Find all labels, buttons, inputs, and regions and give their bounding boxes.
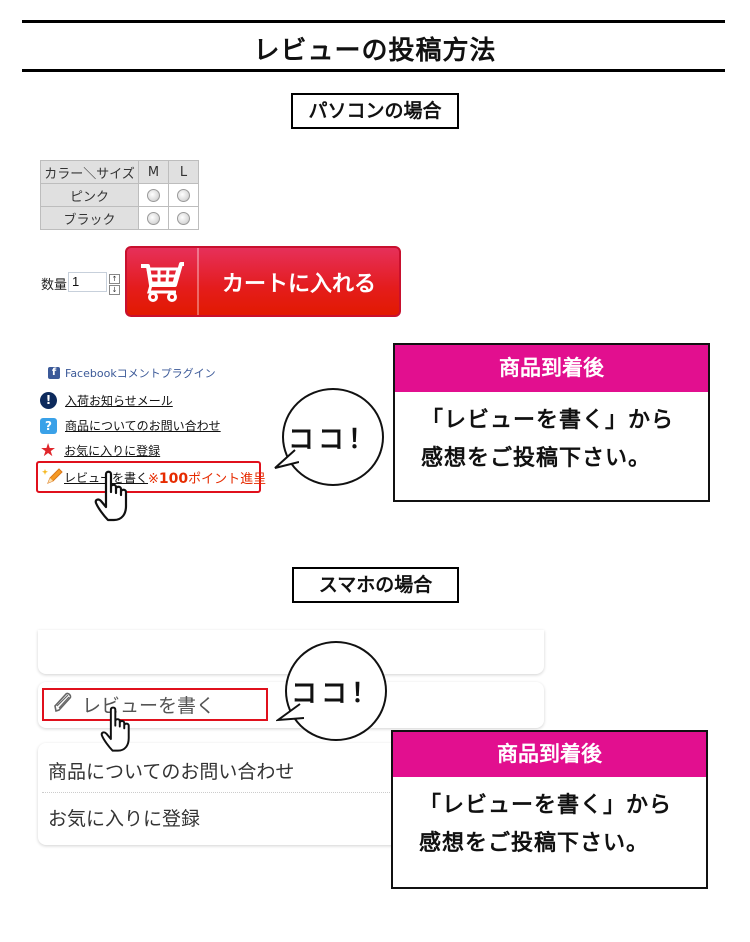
radio-pink-m[interactable] <box>147 188 160 202</box>
quantity-label: 数量 <box>41 278 68 293</box>
variant-row-label: ブラック <box>40 206 139 230</box>
title-rule-top <box>22 20 725 23</box>
quantity-input[interactable]: 1 <box>68 272 107 292</box>
stepper-down-icon[interactable]: ↓ <box>109 285 120 295</box>
pencil-sparkle-icon <box>42 467 64 488</box>
page-title: レビューの投稿方法 <box>253 36 497 66</box>
link-add-favorite[interactable]: ★ お気に入りに登録 <box>40 440 161 461</box>
stepper-up-icon[interactable]: ↑ <box>109 274 120 284</box>
pc-callout-bubble: ココ！ <box>282 388 384 486</box>
radio-black-m[interactable] <box>147 211 160 225</box>
exclamation-icon: ! <box>40 392 57 409</box>
sp-info-box: 商品到着後 「レビューを書く」から 感想をご投稿下さい。 <box>391 730 708 889</box>
info-box-body: 「レビューを書く」から 感想をご投稿下さい。 <box>419 793 673 856</box>
star-icon: ★ <box>40 440 57 461</box>
variant-header-l: L <box>168 160 199 184</box>
facebook-label: Facebookコメントプラグイン <box>65 367 216 380</box>
pc-review-link-highlight[interactable]: レビューを書く ※100ポイント進呈 <box>36 461 266 493</box>
points-note: ※100ポイント進呈 <box>148 470 267 487</box>
link-label[interactable]: 入荷お知らせメール <box>65 394 173 408</box>
pc-section-label: パソコンの場合 <box>291 93 459 129</box>
sp-callout-tail <box>276 703 304 722</box>
sp-review-button[interactable]: レビューを書く <box>42 688 268 721</box>
facebook-icon: f <box>48 367 60 379</box>
info-box-body: 「レビューを書く」から 感想をご投稿下さい。 <box>421 408 675 471</box>
link-restock-mail[interactable]: ! 入荷お知らせメール <box>40 392 173 409</box>
cart-icon <box>127 248 199 315</box>
quantity-stepper[interactable]: ↑ ↓ <box>109 274 120 295</box>
variant-table: カラー＼サイズ M L ピンク ブラック <box>40 160 199 230</box>
sp-menu-divider <box>42 792 392 793</box>
radio-pink-l[interactable] <box>177 188 190 202</box>
link-label[interactable]: 商品についてのお問い合わせ <box>65 419 221 433</box>
add-to-cart-button[interactable]: カートに入れる <box>125 246 401 317</box>
sp-menu-item-favorite[interactable]: お気に入りに登録 <box>48 808 201 830</box>
sp-section-label: スマホの場合 <box>292 567 459 603</box>
sp-menu-item-inquiry[interactable]: 商品についてのお問い合わせ <box>48 761 295 783</box>
pc-callout-tail <box>274 449 299 469</box>
info-box-header: 商品到着後 <box>395 345 708 392</box>
pencil-icon <box>52 691 74 718</box>
link-product-inquiry[interactable]: ? 商品についてのお問い合わせ <box>40 417 221 434</box>
pc-info-box: 商品到着後 「レビューを書く」から 感想をご投稿下さい。 <box>393 343 710 502</box>
question-icon: ? <box>40 417 57 434</box>
info-box-header: 商品到着後 <box>393 732 706 777</box>
link-label[interactable]: お気に入りに登録 <box>64 444 161 458</box>
variant-header-m: M <box>138 160 169 184</box>
facebook-plugin[interactable]: f Facebookコメントプラグイン <box>48 365 216 381</box>
variant-row-label: ピンク <box>40 183 139 207</box>
hand-cursor-icon <box>100 706 130 752</box>
hand-cursor-icon <box>94 470 128 522</box>
title-rule-bottom <box>22 69 725 72</box>
radio-black-l[interactable] <box>177 211 190 225</box>
variant-header-color-size: カラー＼サイズ <box>40 160 139 184</box>
sp-callout-bubble: ココ！ <box>285 641 387 741</box>
add-to-cart-label: カートに入れる <box>221 271 376 297</box>
